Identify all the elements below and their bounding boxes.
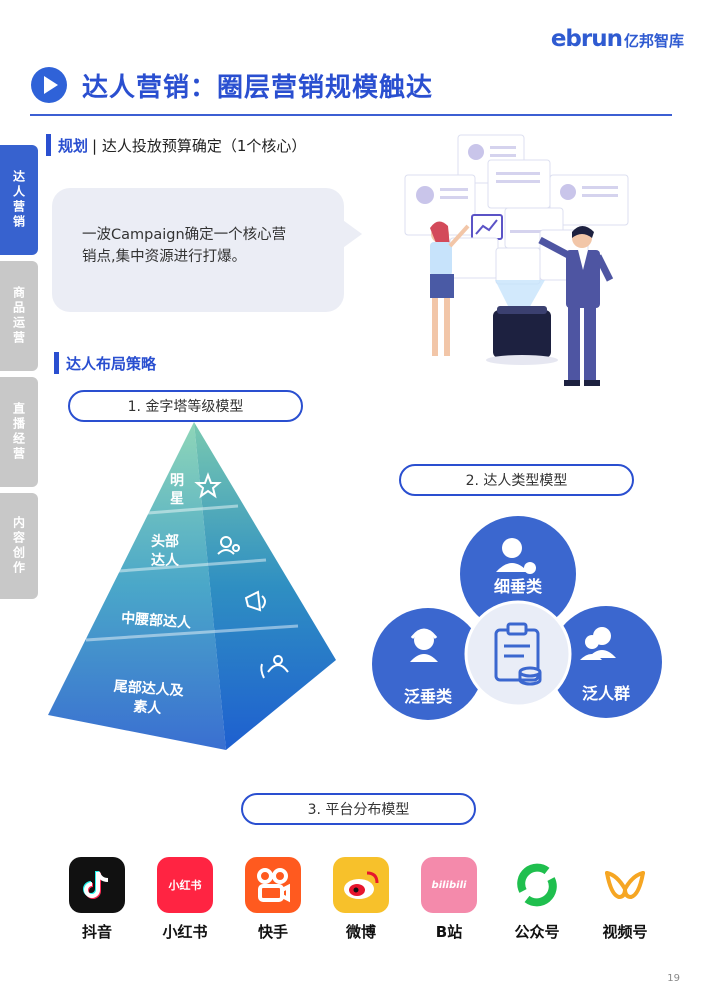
platform-kuaishou: 快手 bbox=[242, 857, 304, 942]
side-tab-content-creation[interactable]: 内容创作 bbox=[0, 493, 38, 599]
platform-label: B站 bbox=[435, 923, 463, 941]
title-divider bbox=[30, 114, 672, 116]
bilibili-icon: bilibili bbox=[421, 857, 477, 913]
section-heading-accent: 规划 bbox=[58, 136, 89, 155]
venn-circle-top bbox=[460, 516, 576, 632]
side-tab-label: 直播经营 bbox=[11, 402, 26, 462]
platform-label: 视频号 bbox=[602, 923, 648, 941]
pyramid-chart bbox=[48, 422, 336, 750]
clipboard-icon bbox=[494, 622, 542, 686]
platform-label: 快手 bbox=[257, 923, 288, 941]
venn-circle-left bbox=[372, 608, 484, 720]
pyramid-level-head: 头部 达人 bbox=[151, 534, 179, 569]
play-circle-icon bbox=[31, 67, 67, 103]
side-tab-label: 内容创作 bbox=[11, 516, 26, 576]
kuaishou-icon bbox=[245, 857, 301, 913]
platform-label: 小红书 bbox=[162, 923, 208, 941]
platform-label: 微博 bbox=[345, 923, 376, 941]
platform-douyin: 抖音 bbox=[66, 857, 128, 942]
weibo-icon bbox=[333, 857, 389, 913]
audience-icon bbox=[260, 655, 289, 679]
platform-label: 抖音 bbox=[81, 923, 112, 941]
side-tab-influencer-marketing[interactable]: 达人营销 bbox=[0, 145, 38, 255]
xiaohongshu-icon: 小红书 bbox=[157, 857, 213, 913]
platform-bilibili: bilibili B站 bbox=[418, 857, 480, 942]
speech-bubble: 一波Campaign确定一个核心营销点,集中资源进行打爆。 bbox=[52, 188, 362, 312]
wechat-official-account-icon bbox=[509, 857, 565, 913]
platform-weibo: 微博 bbox=[330, 857, 392, 942]
presentation-illustration bbox=[404, 134, 629, 386]
section-heading-accent: 达人布局策略 bbox=[66, 354, 157, 373]
model-label-type: 2. 达人类型模型 bbox=[399, 464, 634, 496]
wechat-channels-icon bbox=[597, 857, 653, 913]
model-label-pyramid: 1. 金字塔等级模型 bbox=[68, 390, 303, 422]
pyramid-left-face bbox=[48, 422, 226, 750]
venn-label-left: 泛垂类 bbox=[403, 687, 452, 706]
venn-center bbox=[464, 600, 572, 708]
platform-channels: 视频号 bbox=[594, 857, 656, 942]
section-heading-text: | 达人投放预算确定（1个核心） bbox=[92, 136, 307, 155]
page-title: 达人营销：圈层营销规模触达 bbox=[82, 72, 434, 103]
user-group-icon bbox=[217, 536, 240, 555]
model-label-platform: 3. 平台分布模型 bbox=[241, 793, 476, 825]
bubble-text: 一波Campaign确定一个核心营销点,集中资源进行打爆。 bbox=[82, 227, 287, 265]
side-tab-label: 商品运营 bbox=[11, 286, 26, 346]
user-icon bbox=[496, 538, 536, 574]
section-marker bbox=[46, 134, 51, 156]
pyramid-right-face bbox=[194, 422, 336, 750]
venn-diagram bbox=[372, 516, 662, 720]
brand-logo-en: ebrun bbox=[550, 26, 623, 52]
megaphone-icon bbox=[244, 590, 266, 612]
pyramid-level-star: 明 星 bbox=[170, 473, 184, 507]
platform-label: 公众号 bbox=[514, 923, 560, 941]
customer-service-icon bbox=[410, 628, 438, 662]
venn-circle-right bbox=[550, 606, 662, 718]
page-number: 19 bbox=[667, 973, 680, 984]
platform-xiaohongshu: 小红书 小红书 bbox=[154, 857, 216, 942]
users-icon bbox=[580, 627, 616, 660]
side-tab-live-commerce[interactable]: 直播经营 bbox=[0, 377, 38, 487]
brand-logo-cn: 亿邦智库 bbox=[623, 32, 684, 50]
venn-label-right: 泛人群 bbox=[581, 684, 630, 703]
section-heading-planning: 规划 | 达人投放预算确定（1个核心） bbox=[46, 134, 306, 156]
platform-row: 抖音 小红书 小红书 快手 微博 bilibili bbox=[58, 857, 678, 947]
platform-official-account: 公众号 bbox=[506, 857, 568, 942]
side-tab-label: 达人营销 bbox=[11, 170, 26, 230]
section-heading-layout-strategy: 达人布局策略 bbox=[54, 352, 156, 374]
section-marker bbox=[54, 352, 59, 374]
side-tab-product-operation[interactable]: 商品运营 bbox=[0, 261, 38, 371]
page-header: 达人营销：圈层营销规模触达 bbox=[30, 66, 433, 104]
douyin-icon bbox=[69, 857, 125, 913]
brand-logo: ebrun 亿邦智库 bbox=[551, 26, 684, 52]
star-icon bbox=[194, 472, 222, 499]
venn-label-top: 细垂类 bbox=[493, 577, 542, 596]
